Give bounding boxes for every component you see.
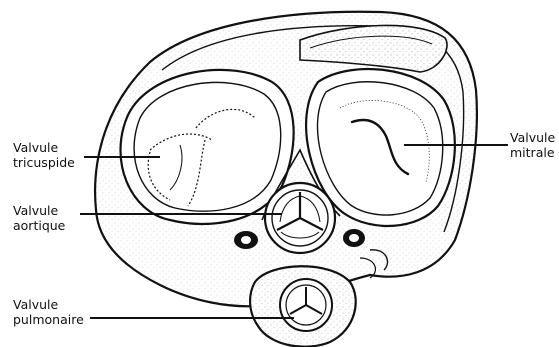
label-aortic: Valvule aortique xyxy=(13,203,65,233)
label-mitral: Valvule mitrale xyxy=(510,130,555,160)
label-pulmonary-line1: Valvule xyxy=(13,297,84,312)
pulmonary-valve xyxy=(280,279,332,331)
label-pulmonary: Valvule pulmonaire xyxy=(13,297,84,327)
label-mitral-line2: mitrale xyxy=(510,145,555,160)
label-pulmonary-line2: pulmonaire xyxy=(13,312,84,327)
label-aortic-line1: Valvule xyxy=(13,203,65,218)
label-mitral-line1: Valvule xyxy=(510,130,555,145)
label-tricuspid-line2: tricuspide xyxy=(13,155,75,170)
label-tricuspid: Valvule tricuspide xyxy=(13,140,75,170)
label-tricuspid-line1: Valvule xyxy=(13,140,75,155)
aortic-valve xyxy=(265,183,335,253)
label-aortic-line2: aortique xyxy=(13,218,65,233)
